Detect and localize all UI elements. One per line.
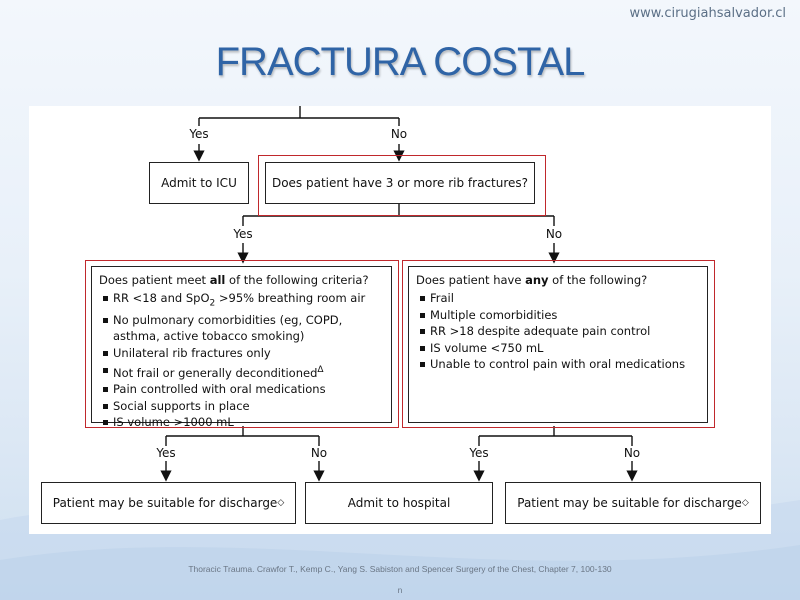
criteria-item-rr-spo2: RR <18 and SpO2 >95% breathing room air <box>103 290 385 312</box>
highlight-frame-rib-question <box>258 155 546 216</box>
highlight-frame-left-criteria <box>85 260 399 428</box>
site-url: www.cirugiahsalvador.cl <box>629 6 786 21</box>
highlight-frame-right-criteria <box>402 260 715 428</box>
discharge-right-text: Patient may be suitable for discharge <box>517 496 742 510</box>
page-marker: n <box>397 586 403 595</box>
criteria-item-social: Social supports in place <box>103 398 385 415</box>
rib-fracture-question-box: Does patient have 3 or more rib fracture… <box>265 162 535 204</box>
branch-label-no-top: No <box>390 127 408 141</box>
branch-label-yes-top: Yes <box>189 127 209 141</box>
admit-hospital-text: Admit to hospital <box>347 496 451 510</box>
discharge-outcome-left: Patient may be suitable for discharge◇ <box>41 482 296 524</box>
branch-label-yes-right: Yes <box>469 446 489 460</box>
risk-item: Frail <box>420 290 701 307</box>
admit-hospital-box: Admit to hospital <box>305 482 493 524</box>
criteria-item-pulmonary: No pulmonary comorbidities (eg, COPD, as… <box>103 312 385 345</box>
branch-label-no-left: No <box>310 446 328 460</box>
risk-item: IS volume <750 mL <box>420 340 701 357</box>
discharge-right-mark: ◇ <box>741 498 749 508</box>
discharge-outcome-right: Patient may be suitable for discharge◇ <box>505 482 761 524</box>
risk-question: Does patient have any of the following? <box>416 273 648 287</box>
flowchart-panel: Yes No Admit to ICU Does patient have 3 … <box>29 106 771 534</box>
criteria-item-pain: Pain controlled with oral medications <box>103 381 385 398</box>
branch-label-yes-left: Yes <box>156 446 176 460</box>
discharge-left-text: Patient may be suitable for discharge <box>52 496 278 510</box>
criteria-item-is-volume: IS volume >1000 mL <box>103 414 385 431</box>
risk-list: Frail Multiple comorbidities RR >18 desp… <box>416 290 701 373</box>
criteria-item-frail: Not frail or generally deconditionedΔ <box>103 362 385 381</box>
risk-item: RR >18 despite adequate pain control <box>420 323 701 340</box>
rib-fracture-question-text: Does patient have 3 or more rib fracture… <box>271 176 529 190</box>
admit-icu-box: Admit to ICU <box>149 162 249 204</box>
source-citation: Thoracic Trauma. Crawfor T., Kemp C., Ya… <box>188 564 612 574</box>
branch-label-no-mid: No <box>545 227 563 241</box>
admit-icu-text: Admit to ICU <box>161 176 237 190</box>
criteria-item-unilateral: Unilateral rib fractures only <box>103 345 385 362</box>
criteria-list: RR <18 and SpO2 >95% breathing room air … <box>99 290 385 431</box>
slide-title: FRACTURA COSTAL <box>215 40 586 84</box>
risk-item: Multiple comorbidities <box>420 307 701 324</box>
flowchart-connectors <box>160 106 638 482</box>
discharge-left-mark: ◇ <box>277 498 285 508</box>
risk-item: Unable to control pain with oral medicat… <box>420 356 701 373</box>
criteria-question: Does patient meet all of the following c… <box>99 273 369 287</box>
branch-label-yes-mid: Yes <box>233 227 253 241</box>
branch-label-no-right: No <box>623 446 641 460</box>
admission-risk-box: Does patient have any of the following? … <box>408 266 708 423</box>
discharge-criteria-box: Does patient meet all of the following c… <box>91 266 392 429</box>
